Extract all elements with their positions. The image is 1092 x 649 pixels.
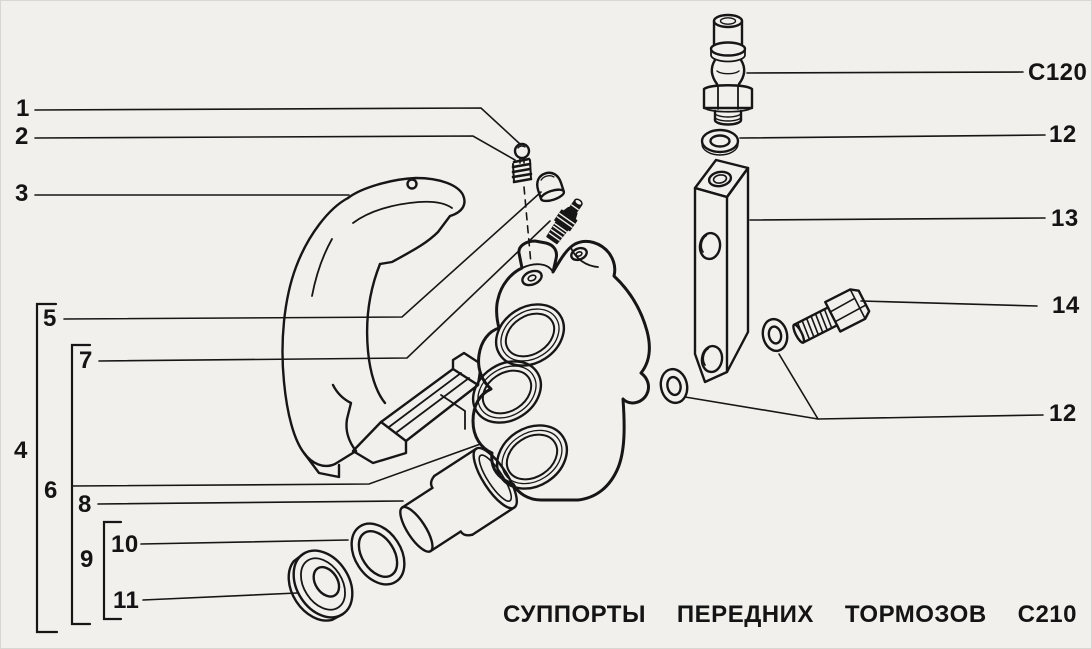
- leader-lines: [34, 71, 1046, 634]
- callout-13: 13: [1051, 205, 1079, 232]
- banjo-bolt: [792, 288, 871, 344]
- caption-word-1: СУППОРТЫ: [503, 601, 646, 628]
- leader-12-bottom: [778, 353, 1044, 420]
- valve-spring: [511, 157, 533, 184]
- washer-caliper: [659, 367, 689, 405]
- cylinder-bore-bottom: [495, 424, 569, 490]
- callout-5: 5: [43, 305, 57, 332]
- leader-7: [98, 220, 551, 362]
- callout-1: 1: [16, 95, 30, 122]
- leader-c120: [746, 71, 1024, 74]
- cylinder-bore-top: [494, 303, 566, 367]
- callout-9: 9: [80, 546, 94, 573]
- bracket-4: [35, 302, 59, 634]
- leader-10: [140, 539, 349, 545]
- caliper-body: [471, 239, 651, 502]
- hose-block: [693, 158, 750, 384]
- leader-8: [97, 500, 404, 505]
- callout-2: 2: [15, 123, 29, 150]
- leader-2: [34, 135, 516, 161]
- leader-14: [860, 300, 1038, 307]
- leader-5: [63, 191, 542, 320]
- piston-seal-ring: [350, 522, 406, 586]
- piston: [399, 446, 518, 553]
- bleeder-valve: [546, 198, 583, 245]
- leader-12-top: [739, 134, 1046, 139]
- callout-8: 8: [78, 491, 92, 518]
- hose-fitting: [702, 13, 754, 126]
- cylinder-bore-mid: [471, 360, 543, 424]
- caption: СУППОРТЫ ПЕРЕДНИХ ТОРМОЗОВ С210: [503, 601, 1077, 629]
- illustration: [281, 13, 871, 622]
- washer-fitting: [700, 128, 740, 156]
- callout-3: 3: [15, 180, 29, 207]
- caption-word-2: ПЕРЕДНИХ: [676, 601, 814, 628]
- callout-10: 10: [111, 531, 139, 558]
- callout-12-bottom: 12: [1049, 400, 1077, 427]
- leader-1: [34, 107, 521, 145]
- washer-bolt: [761, 317, 789, 353]
- callout-14: 14: [1052, 292, 1080, 319]
- callout-4: 4: [14, 437, 28, 464]
- leader-12-bottom-b: [684, 396, 819, 420]
- caption-code: С210: [1017, 601, 1077, 628]
- dust-boot: [287, 549, 354, 622]
- callout-7: 7: [79, 347, 93, 374]
- bleeder-cap: [536, 171, 566, 203]
- leader-11: [142, 592, 298, 601]
- callout-12-top: 12: [1049, 121, 1077, 148]
- callout-6: 6: [44, 477, 58, 504]
- bracket-6: [70, 343, 92, 626]
- leader-13: [749, 217, 1046, 221]
- caption-word-3: ТОРМОЗОВ: [844, 601, 987, 628]
- bracket-9: [102, 520, 123, 621]
- assembly-axis-dashed: [523, 186, 532, 265]
- mounting-bracket: [281, 176, 483, 479]
- callout-c120: C120: [1028, 59, 1088, 86]
- callout-11: 11: [113, 587, 140, 614]
